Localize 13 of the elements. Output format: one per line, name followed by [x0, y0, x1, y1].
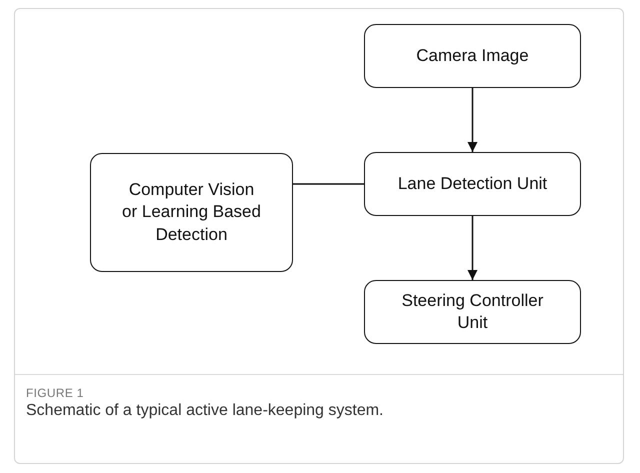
arrow [468, 88, 478, 152]
connector-line [293, 183, 364, 185]
caption: Schematic of a typical active lane-keeping system. [26, 402, 384, 420]
process-box [364, 24, 581, 88]
node-label: Lane Detection Unit [398, 172, 548, 195]
node-label: Camera Image [416, 44, 529, 67]
figure-label: FIGURE 1 [26, 386, 84, 400]
node-label: Computer Vision or Learning Based Detection [122, 179, 262, 246]
node-label: Steering Controller Unit [400, 290, 544, 334]
process-box [364, 280, 581, 344]
process-box [90, 153, 293, 272]
arrow [468, 216, 478, 280]
process-box [364, 152, 581, 216]
